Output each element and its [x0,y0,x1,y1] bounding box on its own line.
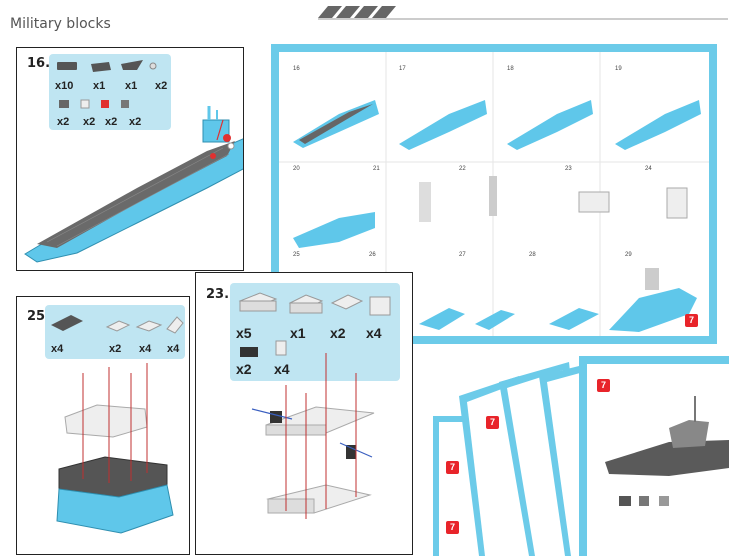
part-count: x1 [93,80,106,92]
part-count: x2 [109,343,122,355]
step-label: 24 [645,166,652,172]
step-label: 29 [625,252,632,258]
part-count: x2 [129,116,142,128]
assembly-diagram [56,363,174,534]
page-number-badge: 7 [446,461,459,474]
part-count: x4 [139,343,152,355]
part-count: x4 [366,325,382,341]
parts-list: x10 x1 x1 x2 x2 x2 x2 x2 [49,54,171,130]
part-count: x4 [167,343,180,355]
part-count: x2 [236,361,252,377]
part-count: x2 [83,116,96,128]
step-label: 19 [615,66,622,72]
step-number: 23. [206,287,230,302]
part-count: x1 [290,325,306,341]
part-count: x5 [236,325,252,341]
header-stripes [318,6,728,20]
parts-list: x5 x1 x2 x4 x2 x4 [230,283,400,381]
parts-icons [57,60,157,109]
part-count: x2 [155,80,168,92]
part-count: x1 [125,80,138,92]
page-title: Military blocks [10,16,111,32]
part-count: x2 [105,116,118,128]
parts-list: x4 x2 x4 x4 [45,305,185,359]
step-label: 18 [507,66,514,72]
step-number: 16. [27,56,51,71]
page-number-badge: 7 [597,379,610,392]
page-number-badge: 7 [685,314,698,327]
step-label: 25 [293,252,300,258]
step-label: 17 [399,66,406,72]
page-number-badge: 7 [446,521,459,534]
step-label: 28 [529,252,536,258]
step-label: 21 [373,166,380,172]
page-number-badge: 7 [486,416,499,429]
part-count: x2 [57,116,70,128]
part-count: x2 [330,325,346,341]
step-label: 26 [369,252,376,258]
step-16-panel: 16. x10 x1 x1 x2 x2 x2 x2 x2 [16,47,244,271]
assembly-diagram [251,353,375,519]
part-count: x10 [55,80,74,92]
step-number: 25. [27,309,51,324]
sheet-illustrations [279,52,709,336]
step-23-panel: 23. x5 x1 x2 x4 x2 x4 [195,272,413,555]
step-label: 27 [459,252,466,258]
part-count: x4 [274,361,290,377]
carrier-model [24,106,243,263]
parts-icons [238,292,391,357]
step-25-panel: 25. x4 x2 x4 x4 [16,296,190,555]
step-label: 23 [565,166,572,172]
fanned-booklet-pages [433,356,729,556]
step-label: 16 [293,66,300,72]
parts-icons [51,315,184,334]
step-label: 20 [293,166,300,172]
step-label: 22 [459,166,466,172]
part-count: x4 [51,343,64,355]
